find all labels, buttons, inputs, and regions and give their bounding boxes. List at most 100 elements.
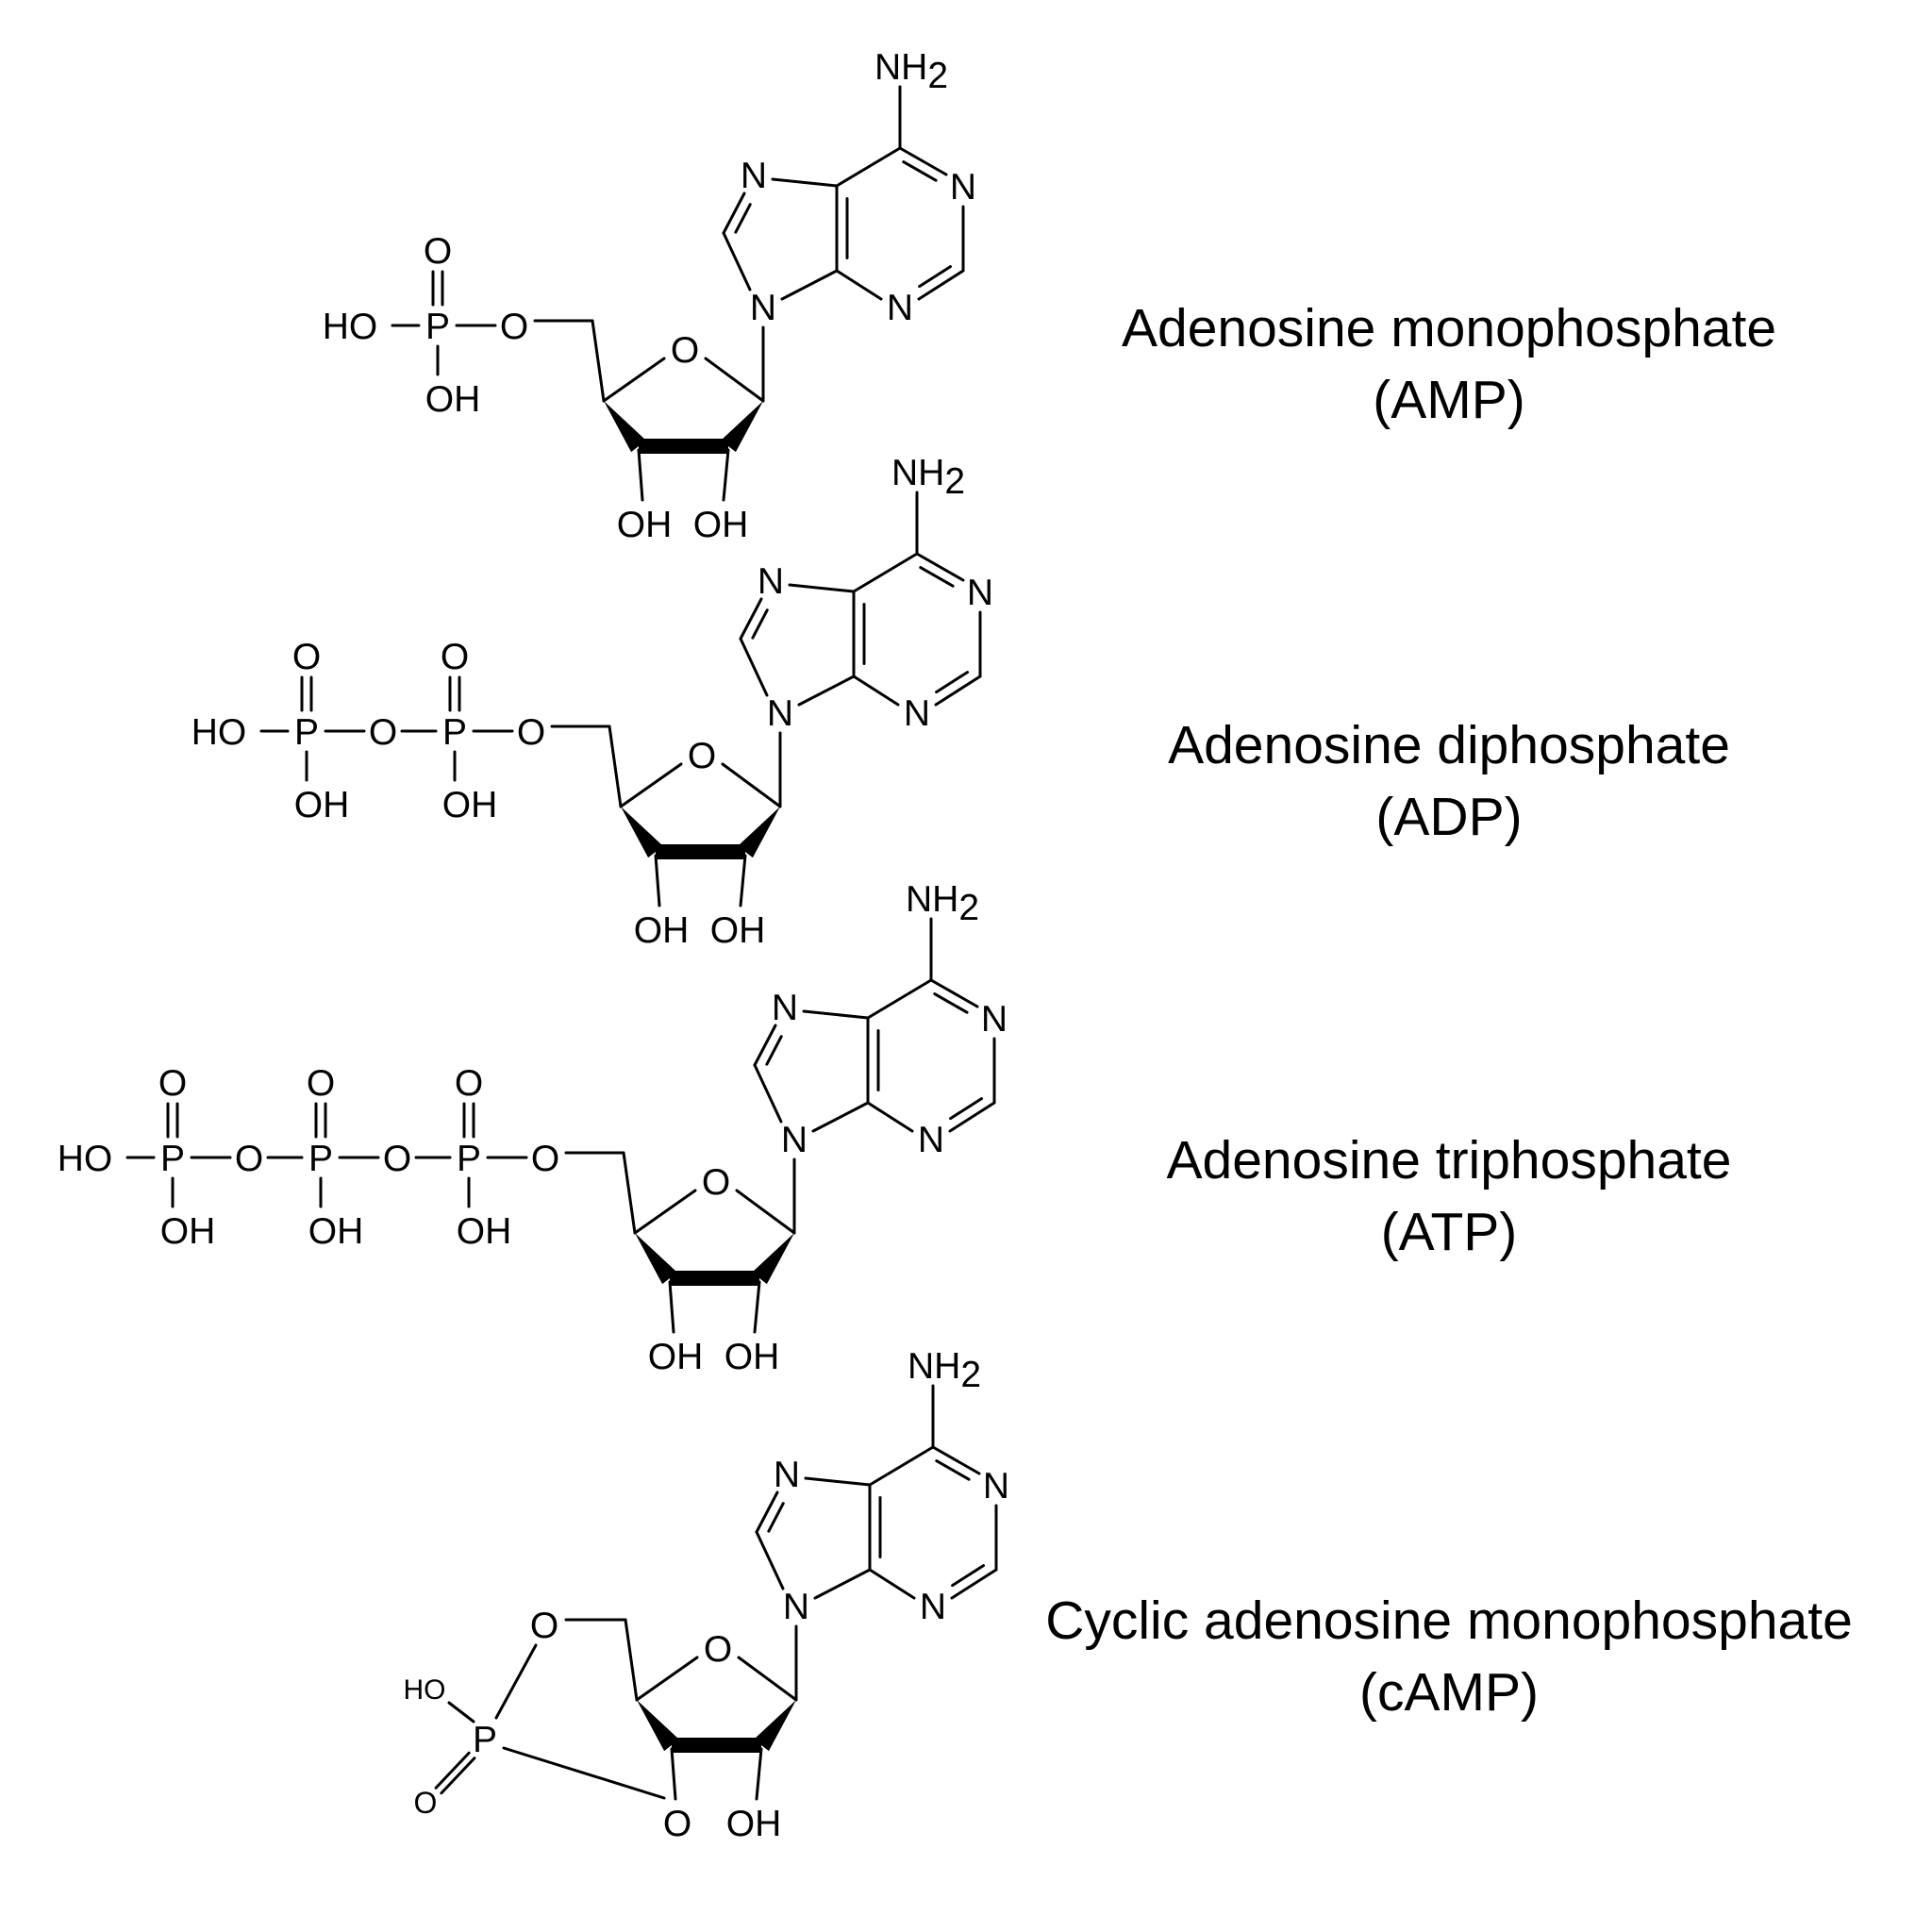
wedge-bond [637,1700,679,1752]
wedge-bond [635,1233,677,1285]
double-bond [935,1459,971,1481]
ring-bond [704,357,765,403]
n9-nitrogen: N [750,288,776,328]
ring-bond [788,583,856,593]
ring-bond [852,552,919,593]
molecule-name: Adenosine diphosphate [1168,715,1730,775]
hydroxyl-2prime: OH [693,505,749,545]
hydroxyl-3prime: OH [634,910,690,951]
ring-bond [898,146,948,176]
ring-bond [755,1490,779,1534]
ring-bond [737,1656,798,1702]
n1-nitrogen: N [950,167,976,208]
amine-subscript: 2 [960,1355,981,1395]
ring-bond [755,1530,785,1590]
phosphorus-atom: P [457,1139,481,1179]
amine-subscript: 2 [927,56,948,96]
ring-bond [835,269,883,301]
terminal-hydroxyl: HO [192,712,247,753]
double-bond [765,1035,783,1066]
phosphate-hydroxyl: OH [308,1211,364,1252]
ring-bond [934,674,982,707]
hydroxyl-2prime: OH [710,910,766,951]
ring-bond [739,597,763,641]
amine-group: NH2 [906,879,979,928]
ring-bond [866,978,933,1020]
n9-nitrogen: N [781,1120,808,1160]
double-bond [902,160,938,182]
ring-bond [753,1063,783,1124]
molecule-abbrev: (ATP) [1380,1202,1518,1262]
double-bond [919,566,955,588]
hydroxyl-3prime: OH [617,505,673,545]
phosphoryl-double-bond [440,1757,476,1795]
molecule-name: Adenosine monophosphate [1121,298,1777,358]
double-bond [918,265,952,289]
ring-bond [619,762,683,808]
ring-bond [915,552,965,582]
phosphoryl-oxygen: O [307,1063,335,1104]
ester-oxygen-5prime: O [530,1606,558,1646]
hydroxyl-2prime: OH [726,1804,782,1844]
phosphorus-atom: P [473,1720,497,1760]
ring-bond [868,1568,916,1600]
ring-bond [721,762,782,808]
phosphorus-atom: P [294,712,319,753]
double-bond [751,608,769,640]
bond [670,1747,677,1801]
ester-oxygen: O [500,307,528,347]
n7-nitrogen: N [741,156,767,196]
n3-nitrogen: N [920,1587,946,1627]
ring-bond [835,146,902,188]
amine-group: NH2 [874,47,948,96]
ring-bond [813,1568,872,1600]
ring-bond [635,1656,699,1702]
ring-bond [929,978,979,1008]
bond [608,724,623,808]
bond [654,854,661,908]
bridging-oxygen: O [235,1139,263,1179]
ring-oxygen: O [702,1162,730,1203]
n7-nitrogen: N [772,988,798,1028]
hydroxyl-3prime: OH [648,1337,704,1377]
bond [755,1747,763,1801]
molecule-abbrev: (cAMP) [1359,1662,1539,1723]
wedge-bond [752,1233,794,1285]
molecule-abbrev: (AMP) [1373,370,1525,430]
ring-oxygen: O [688,736,716,776]
phosphoryl-oxygen: O [292,637,321,677]
n1-nitrogen: N [983,1466,1009,1507]
phosphate-hydroxyl: OH [160,1211,216,1252]
ring-bond [722,192,746,235]
ring-bond [917,269,965,301]
bond [722,448,730,502]
bridging-oxygen: O [369,712,397,753]
wedge-bond [721,401,763,453]
ring-bond [811,1101,870,1133]
ring-oxygen: O [704,1629,732,1670]
bond [637,448,644,502]
phosphate-hydroxyl: OH [442,785,498,825]
ring-bond [797,674,856,707]
ring-bond [852,674,900,707]
ring-bond [804,1476,872,1487]
hydroxyl-2prime: OH [724,1337,780,1377]
bond [591,319,606,403]
oxygen-3prime: O [663,1804,691,1844]
bold-bond [672,1738,761,1753]
bold-bond [670,1271,759,1286]
ring-bond [780,269,839,301]
phosphorus-atom: P [308,1139,333,1179]
n3-nitrogen: N [904,693,930,734]
caption-camp: Cyclic adenosine monophosphate (cAMP) [1024,1585,1874,1728]
bond [447,1701,475,1724]
ring-bond [735,1189,796,1235]
caption-adp: Adenosine diphosphate (ADP) [1024,709,1874,853]
phosphoryl-oxygen: O [424,231,452,272]
ring-oxygen: O [671,330,699,371]
n3-nitrogen: N [918,1120,944,1160]
phosphorus-atom: P [442,712,467,753]
double-bond [933,992,969,1014]
